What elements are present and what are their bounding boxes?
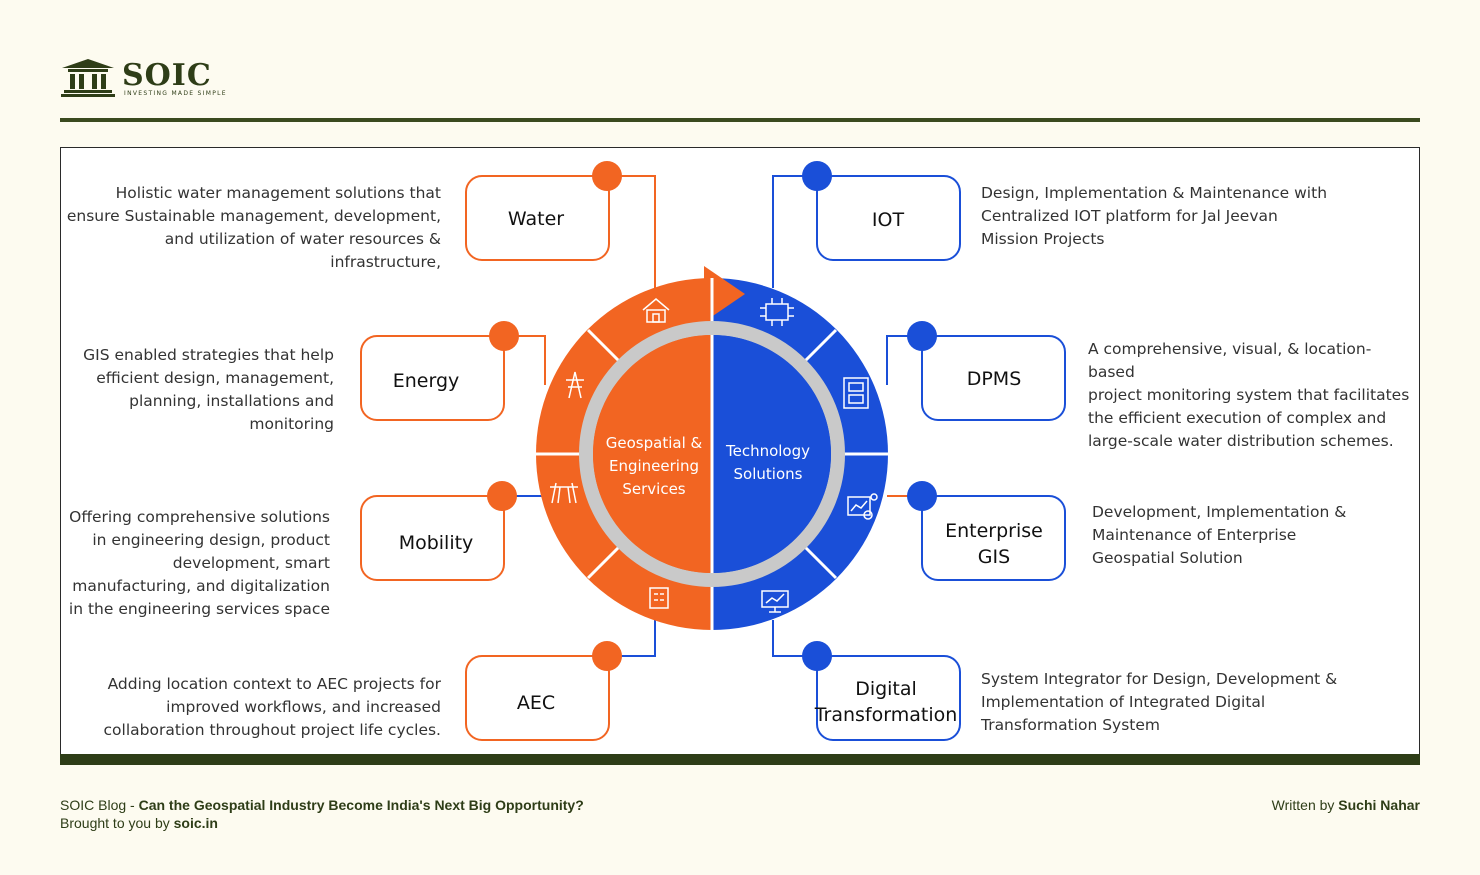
water-connector [607,175,656,290]
aec-dot [592,641,622,671]
energy-title: Energy [393,370,460,392]
aec-box [465,655,610,741]
building-icon [649,587,669,609]
energy-dot [489,321,519,351]
dpms-box [921,335,1066,421]
brand-tagline: INVESTING MADE SIMPLE [124,90,227,97]
aec-connector [607,618,656,657]
house-water-icon [642,298,670,323]
dpms-title: DPMS [967,368,1022,390]
iot-description: Design, Implementation & Maintenance wit… [981,184,1328,248]
egis-dot [907,481,937,511]
egis-box [921,495,1066,581]
iot-title: IOT [872,209,905,231]
blog-title-link[interactable]: Can the Geospatial Industry Become India… [138,797,584,813]
water-dot [592,161,622,191]
wheel-arrow [704,266,745,322]
power-tower-icon [566,371,584,399]
energy-description: GIS enabled strategies that help efficie… [83,346,334,433]
digital-box [816,655,961,741]
energy-box [360,335,505,421]
footer-brought-line: Brought to you by soic.in [60,815,218,831]
water-description: Holistic water management solutions that… [66,184,441,271]
digital-description: System Integrator for Design, Developmen… [981,670,1338,734]
analytics-icon [847,493,878,520]
dpms-description: A comprehensive, visual, & location-base… [1088,340,1410,450]
wheel-ring [579,321,845,587]
aec-title: AEC [517,692,555,714]
soic-logo: SOIC INVESTING MADE SIMPLE [60,58,260,100]
digital-monitor-icon [761,590,789,613]
iot-connector [772,175,817,288]
footer-author: Written by Suchi Nahar [1271,797,1420,813]
dashboard-icon [843,377,869,409]
water-box [465,175,610,261]
iot-dot [802,161,832,191]
mobility-box [360,495,505,581]
water-title: Water [508,208,564,230]
brand-name: SOIC [122,58,212,93]
mobility-dot [487,481,517,511]
railway-icon [550,482,578,504]
aec-description: Adding location context to AEC projects … [103,675,441,739]
header-rule [60,118,1420,122]
egis-description: Development, Implementation & Maintenanc… [1092,503,1347,567]
bank-building-icon [61,59,115,97]
footer-rule [60,754,1420,765]
dpms-dot [907,321,937,351]
soic-site-link[interactable]: soic.in [173,815,218,831]
author-name: Suchi Nahar [1338,797,1420,813]
mobility-description: Offering comprehensive solutions in engi… [68,508,330,618]
digital-dot [802,641,832,671]
mobility-title: Mobility [399,532,474,554]
footer-blog-line: SOIC Blog - Can the Geospatial Industry … [60,797,584,813]
iot-chip-icon [760,298,794,326]
iot-box [816,175,961,261]
